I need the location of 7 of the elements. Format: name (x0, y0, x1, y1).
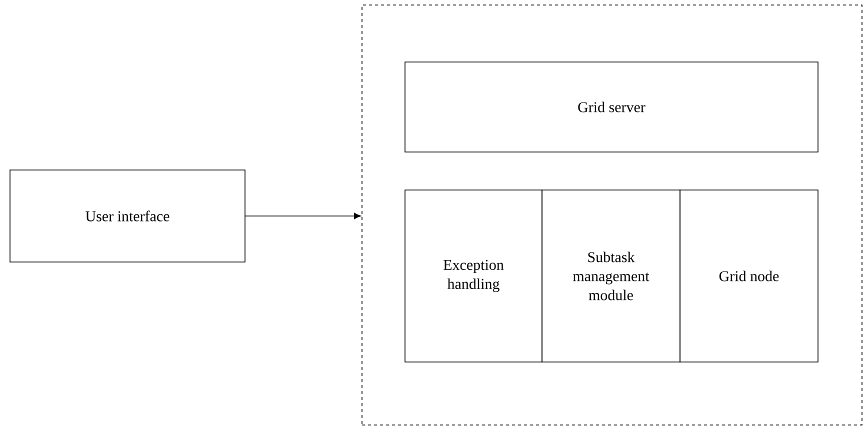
process-box: User interface (10, 170, 246, 262)
module-cell: Subtask management module (542, 190, 680, 362)
module-cell: Grid node (680, 190, 818, 362)
arrow (244, 212, 361, 220)
process-box: Grid server (404, 62, 818, 152)
module-cell: Exception handling (404, 190, 542, 362)
dashed-container (362, 4, 862, 426)
